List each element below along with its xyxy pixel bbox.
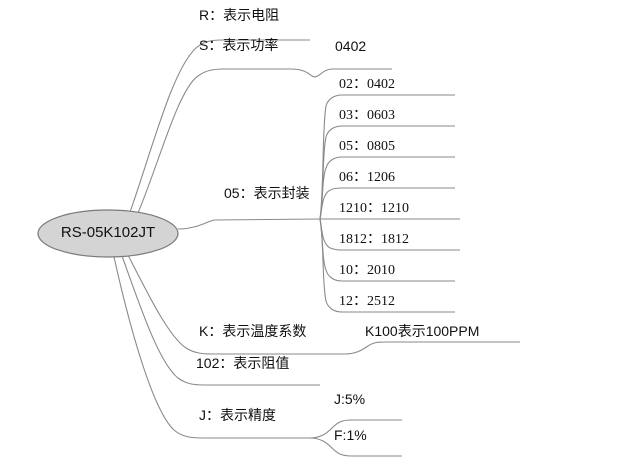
branch-label-pkg-03[interactable]: 03：0603 xyxy=(339,108,395,123)
edge-root-to-s xyxy=(137,68,290,214)
edge-pkg-to-12 xyxy=(319,218,455,313)
branch-label-pkg-05[interactable]: 05：0805 xyxy=(339,139,395,154)
branch-label-r[interactable]: R：表示电阻 xyxy=(199,7,280,23)
branch-label-pkg-1210[interactable]: 1210：1210 xyxy=(339,201,409,216)
branch-label-pkg-1812[interactable]: 1812：1812 xyxy=(339,232,409,247)
branch-label-k[interactable]: K：表示温度系数 xyxy=(199,323,307,339)
root-node-label: RS-05K102JT xyxy=(60,224,156,241)
branch-label-pkg-02[interactable]: 02：0402 xyxy=(339,77,395,92)
edge-root-to-r xyxy=(129,39,310,213)
edge-j-to-f1 xyxy=(309,437,402,457)
branch-label-j-child-5pct[interactable]: J:5% xyxy=(334,391,366,407)
edge-s-to-0402 xyxy=(289,68,392,78)
edge-root-to-j xyxy=(113,256,310,439)
branch-label-pkg-06[interactable]: 06：1206 xyxy=(339,170,395,185)
edge-root-to-res xyxy=(121,255,320,386)
branch-label-s[interactable]: S：表示功率 xyxy=(199,37,279,53)
branch-label-pkg-12[interactable]: 12：2512 xyxy=(339,294,395,309)
branch-label-package[interactable]: 05：表示封装 xyxy=(224,185,310,201)
edge-root-to-pkg xyxy=(177,218,321,230)
branch-label-s-child-0402[interactable]: 0402 xyxy=(335,38,367,54)
branch-label-resistance[interactable]: 102：表示阻值 xyxy=(196,355,290,371)
branch-label-j-child-f1pct[interactable]: F:1% xyxy=(334,427,367,443)
edge-root-to-k xyxy=(127,254,345,355)
branch-label-k-child-k100[interactable]: K100表示100PPM xyxy=(365,323,480,339)
edge-j-to-j5 xyxy=(309,419,402,439)
root-node-ellipse[interactable] xyxy=(37,209,179,258)
branch-label-pkg-10[interactable]: 10：2010 xyxy=(339,263,395,278)
edge-pkg-to-06 xyxy=(319,187,455,220)
branch-label-j[interactable]: J：表示精度 xyxy=(199,407,276,423)
edge-k-to-k100 xyxy=(344,341,520,355)
edge-pkg-to-05 xyxy=(319,156,455,220)
